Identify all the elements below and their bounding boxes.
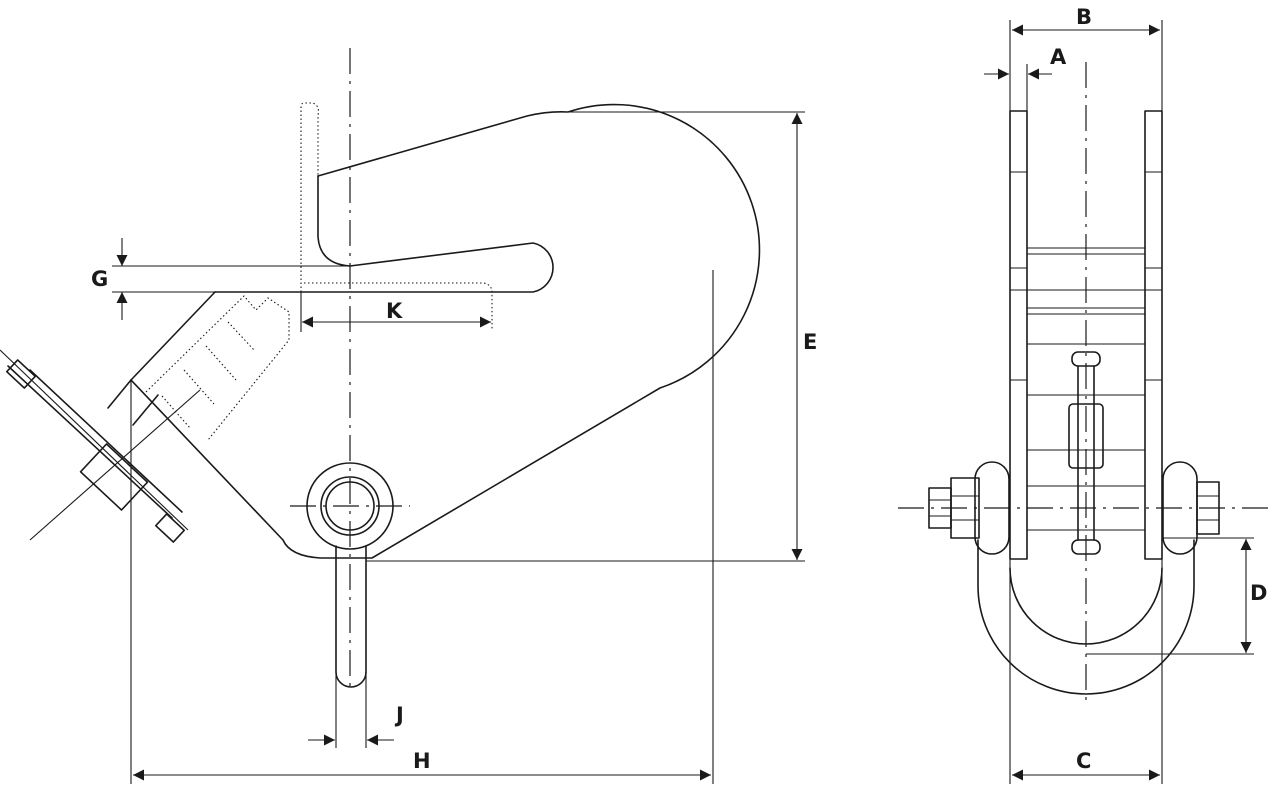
side-view: G K E H J [0, 48, 817, 784]
beam-flange-dotted [304, 282, 493, 330]
hook-jaw [300, 175, 554, 293]
dim-k: K [300, 292, 491, 332]
dim-a-label: A [1050, 45, 1067, 69]
front-view: B A C D [898, 5, 1275, 784]
dim-j-label: J [394, 703, 404, 727]
dim-b: B [1009, 5, 1163, 111]
hook-body-outline [130, 103, 761, 559]
dim-a: A [984, 45, 1067, 111]
dim-d: D [1086, 537, 1267, 655]
dim-j: J [308, 672, 404, 748]
dim-e-label: E [803, 330, 817, 354]
dim-k-label: K [386, 299, 403, 323]
dim-g-label: G [91, 267, 108, 291]
dim-c-label: C [1076, 749, 1091, 773]
screw-housing [107, 291, 302, 441]
front-clamp-screw [1068, 351, 1104, 555]
dim-d-label: D [1250, 581, 1267, 605]
dim-h-label: H [413, 749, 431, 773]
dim-g: G [91, 238, 350, 320]
dim-b-label: B [1076, 5, 1092, 29]
clamp-screw [0, 349, 201, 543]
jaw-plate-dotted [300, 102, 319, 292]
dim-e: E [366, 111, 817, 562]
side-plates [1009, 110, 1163, 560]
internal-spacers [1027, 247, 1145, 531]
dim-c: C [1009, 559, 1163, 784]
dim-h: H [130, 270, 714, 784]
shackle [928, 461, 1220, 695]
